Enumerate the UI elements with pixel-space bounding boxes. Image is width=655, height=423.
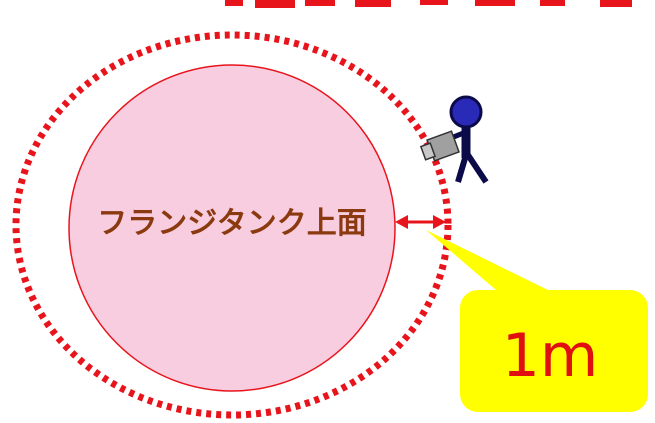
tank-top-label: フランジタンク上面	[97, 206, 367, 241]
worker-icon	[419, 95, 489, 184]
boundary-circle	[12, 31, 452, 419]
distance-label: 1m	[501, 321, 599, 391]
distance-callout	[426, 230, 648, 412]
dimension-arrow-icon	[395, 215, 446, 229]
cropped-top-text	[225, 0, 632, 8]
tank-top-circle	[68, 64, 396, 392]
